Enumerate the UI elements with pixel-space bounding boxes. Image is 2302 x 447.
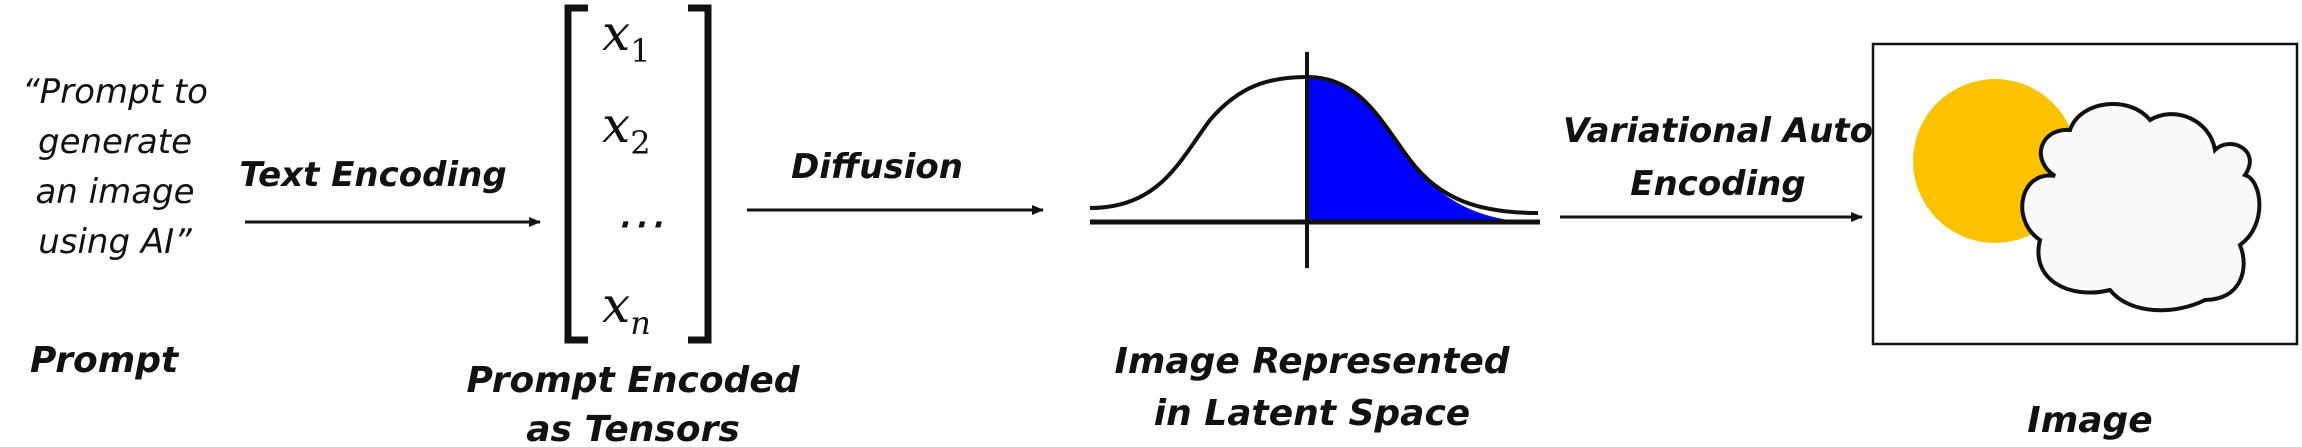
tensor-xn: xn [602,276,651,342]
prompt-line-1: “Prompt to [22,72,208,112]
prompt-line-3: an image [35,172,194,212]
right-bracket [688,4,712,344]
vae-label-line-2: Encoding [1630,164,1805,204]
prompt-line-4: using AI” [38,222,192,262]
tensor-x1: x1 [602,4,651,70]
latent-distribution [1089,52,1540,268]
left-bracket [564,4,588,344]
tensor-label-line-1: Prompt Encoded [466,360,800,401]
latent-label-line-2: in Latent Space [1154,393,1470,434]
output-image [1871,42,2299,346]
prompt-text: “Prompt to generate an image using AI” [22,72,208,262]
latent-label-line-1: Image Represented [1114,341,1510,382]
prompt-line-2: generate [38,122,192,162]
tensor-x2: x2 [602,96,651,162]
tensor-matrix: x1 x2 ⋯ xn [564,4,712,344]
text-encoding-label: Text Encoding [239,155,506,195]
cloud-icon [2020,102,2262,313]
tensor-label-line-2: as Tensors [526,409,740,447]
diffusion-label: Diffusion [791,147,963,187]
tensor-ellipsis: ⋯ [613,194,663,252]
image-label: Image [2027,400,2152,441]
latent-shaded-region [1307,77,1538,222]
prompt-label: Prompt [30,340,180,381]
vae-label-line-1: Variational Auto [1563,111,1873,151]
